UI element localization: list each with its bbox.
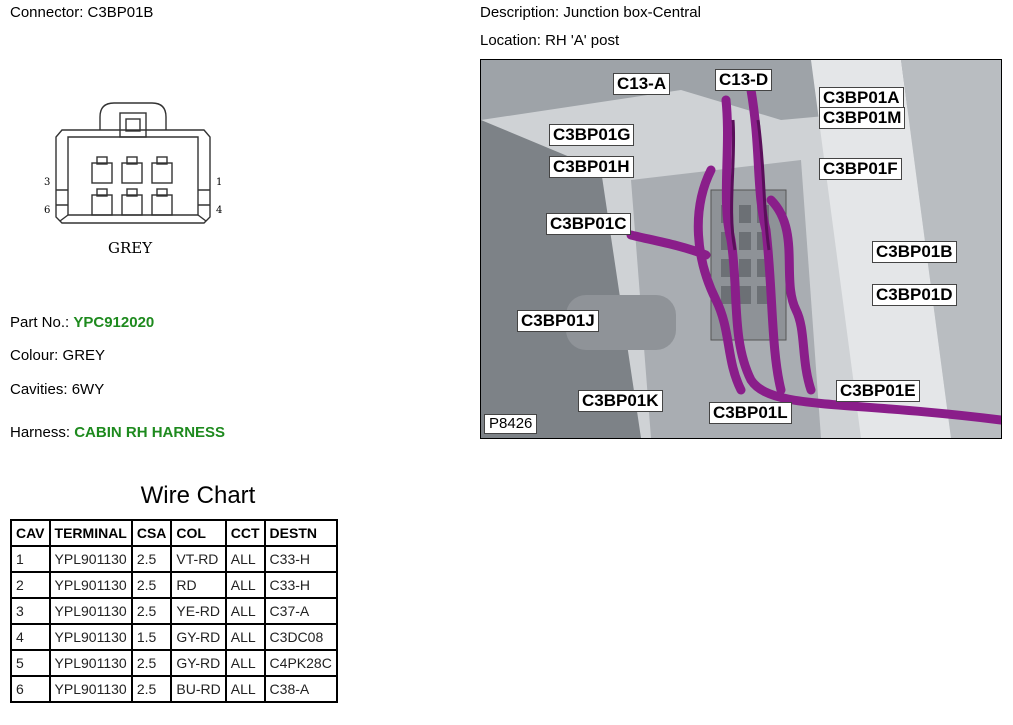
table-cell: GY-RD — [170, 623, 227, 651]
table-cell: C38-A — [263, 675, 338, 703]
wire-chart-title: Wire Chart — [140, 482, 256, 509]
cavity-row-bottom — [91, 188, 173, 216]
location-photo: C13-A C13-D C3BP01A C3BP01M C3BP01G C3BP… — [480, 59, 1002, 439]
callout-c3bp01j: C3BP01J — [517, 310, 599, 332]
table-cell: 3 — [10, 597, 51, 625]
part-number-line: Part No.: YPC912020 — [10, 314, 154, 331]
table-cell: C37-A — [263, 597, 338, 625]
location-label: Location: — [480, 32, 541, 49]
callout-c3bp01c: C3BP01C — [546, 213, 631, 235]
connector-colour-text: GREY — [108, 239, 153, 257]
callout-c3bp01k: C3BP01K — [578, 390, 663, 412]
connector-heading: Connector: C3BP01B — [10, 4, 153, 21]
colour-line: Colour: GREY — [10, 347, 105, 364]
table-cell: 1 — [10, 545, 51, 573]
harness-value: CABIN RH HARNESS — [74, 424, 226, 441]
column-header-cav: CAV — [10, 519, 51, 547]
cavities-value: 6WY — [71, 381, 105, 398]
connector-value: C3BP01B — [87, 4, 154, 21]
callout-c3bp01l: C3BP01L — [709, 402, 792, 424]
table-cell: C3DC08 — [263, 623, 338, 651]
table-cell: 2.5 — [130, 571, 173, 599]
table-cell: VT-RD — [170, 545, 227, 573]
pin-label-3: 3 — [44, 177, 50, 188]
pin-label-1: 1 — [216, 177, 222, 188]
cavity-row-top — [91, 156, 173, 184]
table-cell: ALL — [224, 571, 266, 599]
callout-c13-a: C13-A — [613, 73, 671, 95]
callout-c3bp01g: C3BP01G — [549, 124, 635, 146]
table-cell: 2.5 — [130, 545, 173, 573]
callout-c3bp01h: C3BP01H — [549, 156, 634, 178]
connector-face-diagram: 3 1 6 4 GREY — [44, 102, 222, 257]
table-cell: ALL — [224, 545, 266, 573]
table-cell: YPL901130 — [48, 649, 133, 677]
table-cell: C33-H — [263, 571, 338, 599]
table-cell: YE-RD — [170, 597, 227, 625]
table-cell: YPL901130 — [48, 571, 133, 599]
table-cell: 6 — [10, 675, 51, 703]
table-cell: 1.5 — [130, 623, 173, 651]
description-value: Junction box-Central — [563, 4, 701, 21]
part-number-value: YPC912020 — [73, 314, 155, 331]
column-header-destn: DESTN — [263, 519, 338, 547]
column-header-terminal: TERMINAL — [48, 519, 133, 547]
callout-c3bp01a: C3BP01A — [819, 87, 904, 109]
part-number-label: Part No.: — [10, 314, 70, 331]
column-header-csa: CSA — [130, 519, 173, 547]
column-header-cct: CCT — [224, 519, 266, 547]
table-cell: 5 — [10, 649, 51, 677]
harness-line: Harness: CABIN RH HARNESS — [10, 424, 225, 441]
table-cell: C33-H — [263, 545, 338, 573]
harness-label: Harness: — [10, 424, 71, 441]
table-cell: 2.5 — [130, 597, 173, 625]
colour-label: Colour: — [10, 347, 59, 364]
callout-c3bp01d: C3BP01D — [872, 284, 957, 306]
table-cell: 4 — [10, 623, 51, 651]
description-line: Description: Junction box-Central — [480, 4, 701, 21]
location-value: RH 'A' post — [545, 32, 620, 49]
photo-reference-plate: P8426 — [484, 414, 538, 434]
pin-label-4: 4 — [216, 205, 222, 216]
table-cell: BU-RD — [170, 675, 227, 703]
table-cell: ALL — [224, 675, 266, 703]
callout-c13-d: C13-D — [715, 69, 773, 91]
table-cell: YPL901130 — [48, 545, 133, 573]
column-header-col: COL — [170, 519, 227, 547]
callout-c3bp01e: C3BP01E — [836, 380, 920, 402]
location-line: Location: RH 'A' post — [480, 32, 619, 49]
table-cell: YPL901130 — [48, 675, 133, 703]
table-cell: 2.5 — [130, 675, 173, 703]
table-cell: GY-RD — [170, 649, 227, 677]
callout-c3bp01f: C3BP01F — [819, 158, 902, 180]
callout-c3bp01b: C3BP01B — [872, 241, 957, 263]
table-cell: ALL — [224, 649, 266, 677]
cavities-label: Cavities: — [10, 381, 68, 398]
table-cell: YPL901130 — [48, 623, 133, 651]
table-cell: YPL901130 — [48, 597, 133, 625]
callout-c3bp01m: C3BP01M — [819, 107, 906, 129]
table-cell: 2 — [10, 571, 51, 599]
connector-label: Connector: — [10, 4, 84, 21]
table-cell: 2.5 — [130, 649, 173, 677]
description-label: Description: — [480, 4, 560, 21]
cavities-line: Cavities: 6WY — [10, 381, 104, 398]
table-cell: RD — [170, 571, 227, 599]
pin-label-6: 6 — [44, 205, 50, 216]
colour-value: GREY — [62, 347, 106, 364]
table-cell: ALL — [224, 597, 266, 625]
table-cell: ALL — [224, 623, 266, 651]
table-cell: C4PK28C — [263, 649, 338, 677]
